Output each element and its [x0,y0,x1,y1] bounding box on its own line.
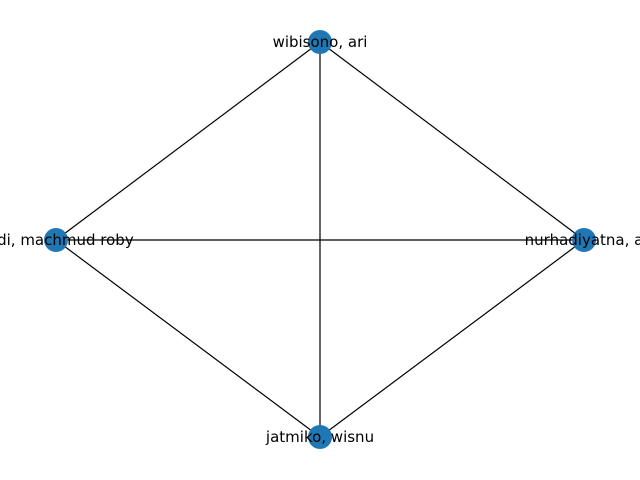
edge-n0-n3 [55,41,321,241]
edge-layer [55,41,585,438]
graph-node-label-n3: midi, machmud roby [0,231,134,249]
graph-node-n3 [44,228,68,252]
graph-node-n0 [308,30,332,54]
graph-node-n2 [308,425,332,449]
graph-node-label-n1: nurhadiyatna, a [525,231,640,249]
edge-n0-n1 [319,41,585,241]
edge-n2-n3 [55,239,321,438]
graph-node-n1 [572,228,596,252]
graph-node-label-n0: wibisono, ari [273,33,368,51]
edge-n1-n2 [319,239,585,438]
graph-node-label-n2: jatmiko, wisnu [265,428,374,446]
node-layer [44,30,596,449]
label-layer: wibisono, ari nurhadiyatna, a jatmiko, wis… [0,33,640,446]
